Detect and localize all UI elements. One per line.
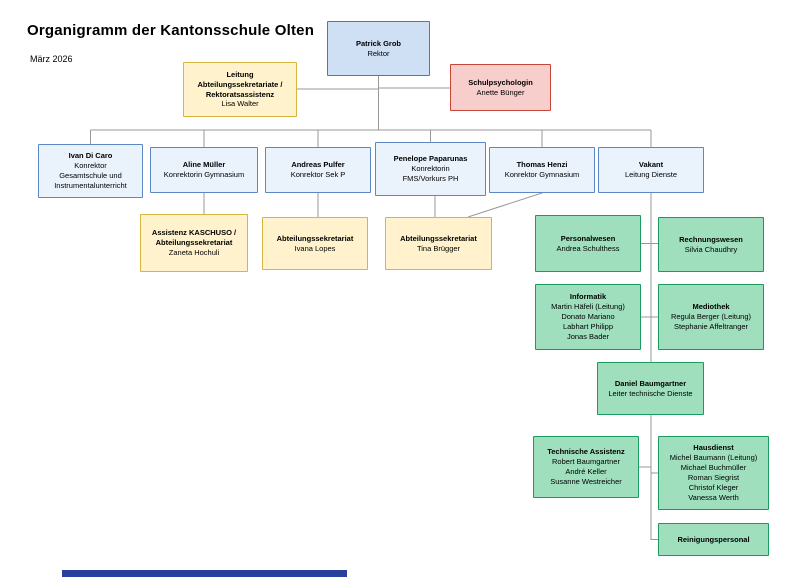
box-member: Michael Buchmüller xyxy=(680,463,747,473)
org-box-ivan-di-caro[interactable]: Ivan Di Caro Konrektor Gesamtschule und … xyxy=(38,144,143,198)
box-title: Vakant xyxy=(638,160,664,170)
org-box-vakant-leitung-dienste[interactable]: Vakant Leitung Dienste xyxy=(598,147,704,193)
org-box-rektor[interactable]: Patrick Grob Rektor xyxy=(327,21,430,76)
box-member: Vanessa Werth xyxy=(688,492,739,502)
box-role: Konrektor xyxy=(74,161,107,171)
org-box-aline-mueller[interactable]: Aline Müller Konrektorin Gymnasium xyxy=(150,147,258,193)
org-box-daniel-baumgartner[interactable]: Daniel Baumgartner Leiter technische Die… xyxy=(597,362,704,415)
org-box-hausdienst[interactable]: Hausdienst Michel Baumann (Leitung) Mich… xyxy=(658,436,769,510)
box-member: Michel Baumann (Leitung) xyxy=(669,453,758,463)
org-box-assistenz-kaschuso[interactable]: Assistenz KASCHUSO / Abteilungssekretari… xyxy=(140,214,248,272)
box-subtitle: Leiter technische Dienste xyxy=(608,388,693,398)
box-scope: FMS/Vorkurs PH xyxy=(402,173,459,183)
box-title: Andreas Pulfer xyxy=(291,160,345,170)
box-scope: Gesamtschule und Instrumentalunterricht xyxy=(54,171,127,190)
box-subtitle: Silvia Chaudhry xyxy=(684,244,738,254)
box-member: Robert Baumgartner xyxy=(552,457,620,467)
box-subtitle: Lisa Walter xyxy=(221,99,259,109)
box-title: Ivan Di Caro xyxy=(68,151,113,161)
org-box-andreas-pulfer[interactable]: Andreas Pulfer Konrektor Sek P xyxy=(265,147,371,193)
box-member: Martin Häfeli (Leitung) xyxy=(551,302,625,312)
org-box-sekretariat-bruegger[interactable]: Abteilungssekretariat Tina Brügger xyxy=(385,217,492,270)
box-member: Roman Siegrist xyxy=(687,473,740,482)
box-member: Regula Berger (Leitung) xyxy=(670,312,752,322)
box-title: Abteilungssekretariat xyxy=(276,233,354,243)
box-title: Informatik xyxy=(569,292,607,302)
org-box-personalwesen[interactable]: Personalwesen Andrea Schulthess xyxy=(535,215,641,272)
page-title: Organigramm der Kantonsschule Olten xyxy=(27,22,315,39)
box-title: Assistenz KASCHUSO / Abteilungssekretari… xyxy=(151,228,237,248)
org-box-rechnungswesen[interactable]: Rechnungswesen Silvia Chaudhry xyxy=(658,217,764,272)
org-box-schulpsychologin[interactable]: Schulpsychologin Anette Bünger xyxy=(450,64,551,111)
box-title: Daniel Baumgartner xyxy=(614,378,687,388)
box-title: Leitung Abteilungssekretariate / Rektora… xyxy=(197,69,283,99)
box-member: Stephanie Affeltranger xyxy=(673,321,749,331)
connector-thomas-bruegger xyxy=(467,192,543,218)
bottom-window-edge xyxy=(62,570,347,577)
org-box-leitung-sekretariate[interactable]: Leitung Abteilungssekretariate / Rektora… xyxy=(183,62,297,117)
org-box-sekretariat-lopes[interactable]: Abteilungssekretariat Ivana Lopes xyxy=(262,217,368,270)
box-title: Hausdienst xyxy=(693,443,734,453)
box-member: Jonas Bader xyxy=(566,331,610,341)
org-box-technische-assistenz[interactable]: Technische Assistenz Robert Baumgartner … xyxy=(533,436,639,498)
box-title: Personalwesen xyxy=(560,233,616,243)
box-subtitle: Andrea Schulthess xyxy=(556,243,620,253)
box-subtitle: Konrektor Gymnasium xyxy=(504,170,580,179)
box-title: Thomas Henzi xyxy=(516,160,568,170)
box-title: Schulpsychologin xyxy=(468,77,533,87)
box-role: Konrektorin xyxy=(411,164,450,174)
box-title: Mediothek xyxy=(692,302,730,312)
box-subtitle: Tina Brügger xyxy=(416,243,461,253)
box-subtitle: Rektor xyxy=(367,48,390,58)
box-member: Christof Kleger xyxy=(688,482,739,492)
box-title: Abteilungssekretariat xyxy=(400,233,477,243)
page-date: März 2026 xyxy=(30,54,73,64)
box-subtitle: Ivana Lopes xyxy=(294,243,336,253)
org-box-penelope-paparunas[interactable]: Penelope Paparunas Konrektorin FMS/Vorku… xyxy=(375,142,486,196)
box-member: André Keller xyxy=(565,467,607,476)
box-subtitle: Leitung Dienste xyxy=(624,170,678,179)
box-subtitle: Konrektor Sek P xyxy=(290,170,346,179)
box-title: Technische Assistenz xyxy=(547,447,625,457)
box-title: Aline Müller xyxy=(182,160,226,170)
box-subtitle: Anette Bünger xyxy=(476,87,525,97)
org-box-informatik[interactable]: Informatik Martin Häfeli (Leitung) Donat… xyxy=(535,284,641,350)
org-box-mediothek[interactable]: Mediothek Regula Berger (Leitung) Stepha… xyxy=(658,284,764,350)
box-member: Susanne Westreicher xyxy=(550,476,622,486)
box-title: Patrick Grob xyxy=(355,38,401,48)
org-box-reinigungspersonal[interactable]: Reinigungspersonal xyxy=(658,523,769,556)
box-title: Penelope Paparunas xyxy=(393,154,468,164)
box-title: Reinigungspersonal xyxy=(677,534,750,544)
box-member: Donato Mariano xyxy=(561,312,615,322)
box-subtitle: Konrektorin Gymnasium xyxy=(163,170,245,179)
box-title: Rechnungswesen xyxy=(679,234,743,244)
box-member: Labhart Philipp xyxy=(562,321,614,331)
org-box-thomas-henzi[interactable]: Thomas Henzi Konrektor Gymnasium xyxy=(489,147,595,193)
box-subtitle: Zaneta Hochuli xyxy=(168,247,220,257)
